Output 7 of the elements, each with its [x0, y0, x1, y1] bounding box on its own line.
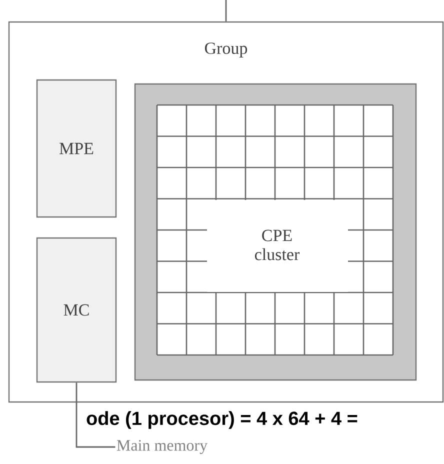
- formula-text: ode (1 procesor) = 4 x 64 + 4 =: [85, 410, 359, 430]
- connector-line: [225, 0, 227, 22]
- controller-box: MC: [36, 237, 117, 383]
- connector-line: [76, 382, 116, 448]
- cluster-frame: CPE cluster: [134, 83, 417, 381]
- processor-box: MPE: [36, 79, 117, 218]
- memory-label: Main memory: [116, 440, 208, 454]
